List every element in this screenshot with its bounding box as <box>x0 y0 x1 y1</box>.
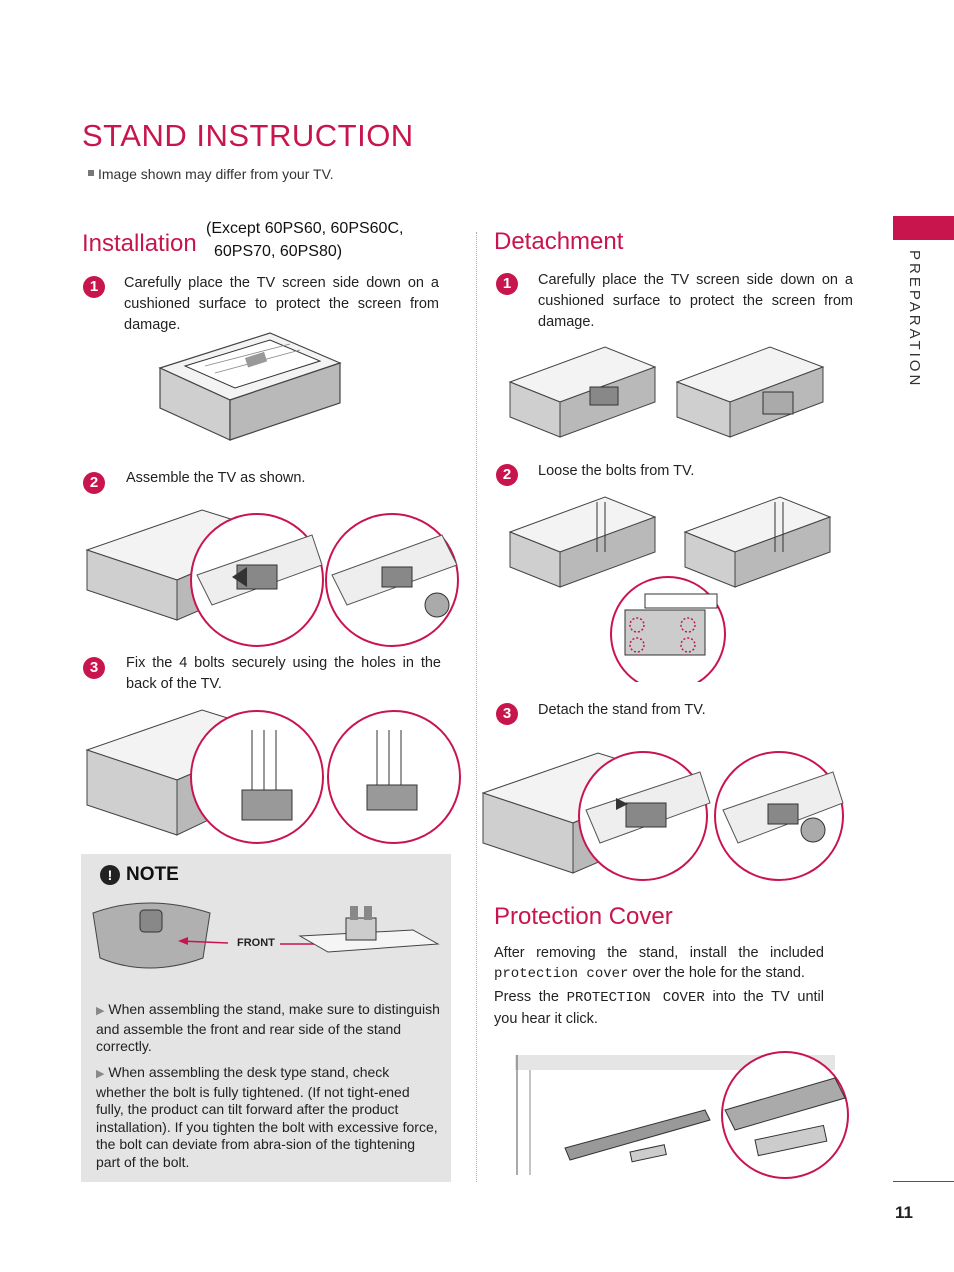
front-label: FRONT <box>237 937 275 949</box>
protection-paragraph-2: Press the PROTECTION COVER into the TV u… <box>494 989 824 1027</box>
stand-assembly-illustration <box>85 509 459 647</box>
note-bullet-1: ▶ When assembling the stand, make sure t… <box>96 1001 440 1054</box>
step-number-badge: 1 <box>496 273 518 295</box>
detachment-step-3-text: Detach the stand from TV. <box>538 702 706 718</box>
image-disclaimer: Image shown may differ from your TV. <box>88 166 334 182</box>
tv-facedown-pair-illustration <box>508 346 825 438</box>
installation-step-1-text: Carefully place the TV screen side down … <box>124 275 439 333</box>
installation-step-3-text: Fix the 4 bolts securely using the holes… <box>126 655 441 692</box>
triangle-bullet-icon: ▶ <box>96 1068 105 1080</box>
step-number-badge: 2 <box>83 472 105 494</box>
page-title: STAND INSTRUCTION <box>82 118 414 153</box>
protection-paragraph-1: After removing the stand, install the in… <box>494 945 824 982</box>
stand-base-illustration <box>92 902 440 969</box>
note-bullet-2: ▶ When assembling the desk type stand, c… <box>96 1064 438 1170</box>
protection-cover-illustration <box>505 1051 849 1179</box>
step-number-badge: 3 <box>83 657 105 679</box>
bolt-fixing-illustration <box>85 709 461 844</box>
note-title: NOTE <box>126 864 179 885</box>
triangle-bullet-icon: ▶ <box>96 1005 105 1017</box>
step-number-badge: 3 <box>496 703 518 725</box>
installation-exception-2: 60PS70, 60PS80) <box>214 243 343 260</box>
installation-exception-1: (Except 60PS60, 60PS60C, <box>206 220 404 237</box>
tv-facedown-illustration <box>158 332 342 441</box>
square-bullet-icon <box>88 170 94 177</box>
side-tab-label: PREPARATION <box>906 250 923 389</box>
exclamation-icon: ! <box>100 865 120 885</box>
detachment-heading: Detachment <box>494 228 624 255</box>
bolt-loosening-illustration <box>508 496 832 682</box>
step-number-badge: 2 <box>496 464 518 486</box>
installation-heading: Installation <box>82 230 197 257</box>
column-divider <box>476 232 477 1182</box>
installation-step-2-text: Assemble the TV as shown. <box>126 470 306 486</box>
stand-detach-illustration <box>481 751 844 881</box>
page-number: 11 <box>895 1203 913 1222</box>
page-number-rule <box>893 1181 954 1182</box>
detachment-step-1-text: Carefully place the TV screen side down … <box>538 272 853 330</box>
detachment-step-2-text: Loose the bolts from TV. <box>538 463 695 479</box>
protection-cover-heading: Protection Cover <box>494 903 673 930</box>
side-tab-marker <box>893 216 954 240</box>
step-number-badge: 1 <box>83 276 105 298</box>
